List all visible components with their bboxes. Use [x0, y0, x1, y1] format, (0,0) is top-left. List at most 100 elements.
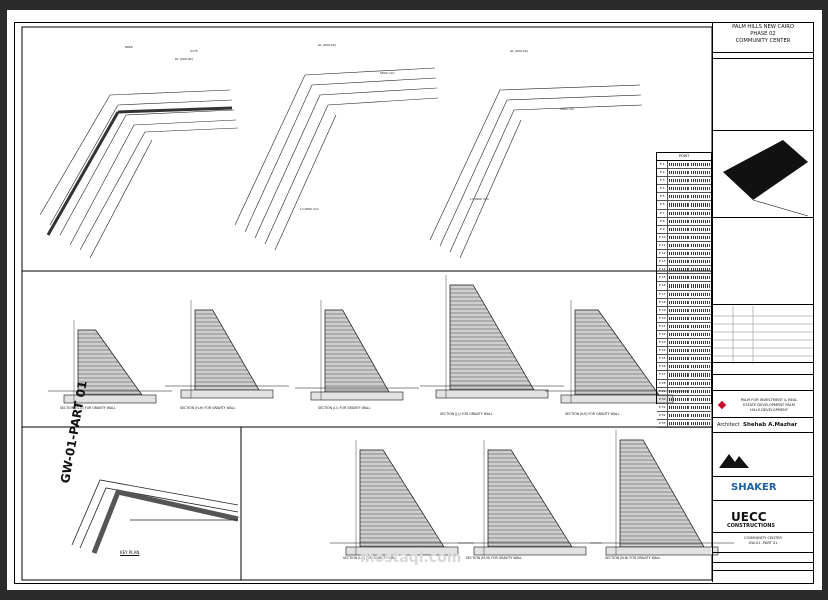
point-id: P 16: [657, 282, 669, 290]
point-id: P 30: [657, 395, 669, 403]
section-label: SECTION (M-M) FOR GRAVITY WALL: [466, 556, 523, 560]
point-id: P 21: [657, 322, 669, 330]
section-label: SECTION (G-G) FOR GRAVITY WALL: [60, 406, 116, 410]
key-plan-caption: KEY PLAN: [120, 550, 140, 555]
point-table-row: P 20: [657, 314, 711, 323]
point-id: P 31: [657, 403, 669, 411]
point-table-row: P 2: [657, 169, 711, 178]
gravity-wall-section: [458, 440, 602, 556]
point-coordinate: [669, 292, 689, 296]
point-coordinate: [669, 171, 689, 175]
point-table-row: P 15: [657, 274, 711, 283]
point-id: P 32: [657, 411, 669, 419]
point-id: P 28: [657, 379, 669, 387]
project-line3: COMMUNITY CENTER: [735, 38, 791, 44]
point-id: P 19: [657, 306, 669, 314]
drawing-title-line1: COMMUNITY CENTER: [744, 536, 782, 540]
project-line1: PALM HILLS NEW CAIRO: [732, 24, 794, 30]
point-id: P 15: [657, 274, 669, 282]
architect-prefix: Architect: [717, 422, 740, 428]
point-table-row: P 23: [657, 339, 711, 348]
point-table-row: P 12: [657, 250, 711, 259]
svg-text:5775: 5775: [190, 49, 198, 53]
point-coordinate: [669, 276, 689, 280]
svg-text:8960: 8960: [125, 45, 133, 49]
point-coordinate: [690, 357, 710, 361]
point-table-row: P 6: [657, 201, 711, 210]
point-coordinate: [669, 179, 689, 183]
watermark-logo: mostaql.com: [360, 550, 462, 566]
point-coordinate: [669, 203, 689, 207]
contractor-subtitle: CONSTRUCTIONS: [727, 523, 776, 529]
point-coordinate: [669, 413, 689, 417]
point-coordinate: [669, 405, 689, 409]
point-table-row: P 32: [657, 411, 711, 420]
point-coordinate: [690, 349, 710, 353]
section-label: SECTION (N-N) FOR GRAVITY WALL: [605, 556, 661, 560]
point-coordinate: [669, 219, 689, 223]
point-id: P 7: [657, 209, 669, 217]
point-coordinate: [690, 235, 710, 239]
point-coordinate: [669, 389, 689, 393]
point-table-row: P 5: [657, 193, 711, 202]
point-coordinate: [669, 243, 689, 248]
svg-text:GL (000.00): GL (000.00): [318, 43, 336, 47]
point-id: P 22: [657, 330, 669, 339]
svg-text:5800 mm: 5800 mm: [560, 107, 575, 111]
point-coordinate: [669, 332, 689, 337]
point-coordinate: [669, 268, 689, 272]
point-coordinate: [690, 260, 710, 264]
point-coordinate: [690, 268, 710, 272]
point-coordinate: [690, 252, 710, 256]
point-coordinate: [669, 163, 689, 167]
point-coordinate: [669, 316, 689, 320]
point-coordinate: [669, 381, 689, 385]
point-id: P 33: [657, 420, 669, 428]
point-coordinate: [690, 308, 710, 312]
gravity-wall-section: [590, 430, 734, 556]
svg-text:P.L (000.00): P.L (000.00): [175, 57, 193, 61]
section-label: SECTION (J-J) FOR GRAVITY WALL: [440, 412, 493, 416]
point-coordinate: [669, 284, 689, 288]
client-line3: HILLS DEVELOPMENT: [749, 408, 789, 412]
point-coordinate: [690, 373, 710, 377]
point-coordinate: [690, 171, 710, 175]
point-id: P 26: [657, 363, 669, 371]
point-id: P 5: [657, 193, 669, 201]
point-coordinate: [690, 219, 710, 223]
point-id: P 8: [657, 217, 669, 225]
point-table-row: P 30: [657, 395, 711, 404]
point-table-row: P 26: [657, 363, 711, 372]
point-coordinate: [690, 324, 710, 328]
svg-text:5800 mm: 5800 mm: [380, 71, 395, 75]
client-logo-icon: [717, 400, 727, 410]
point-coordinate: [669, 252, 689, 256]
point-id: P 17: [657, 290, 669, 298]
point-coordinate: [669, 373, 689, 377]
point-coordinate: [690, 332, 710, 337]
point-id: P 20: [657, 314, 669, 322]
point-coordinate: [690, 227, 710, 231]
point-coordinate: [690, 276, 710, 280]
point-table-row: P 11: [657, 241, 711, 251]
point-id: P 29: [657, 387, 669, 395]
drawing-title-line2: GW-01 -PART 01: [748, 541, 778, 545]
point-id: P 2: [657, 169, 669, 177]
point-table-row: P 7: [657, 209, 711, 218]
svg-text:L=1800 mm: L=1800 mm: [300, 207, 319, 211]
point-id: P 25: [657, 355, 669, 363]
gravity-wall-section: [420, 275, 564, 399]
point-table-row: P 28: [657, 379, 711, 388]
point-table-row: P 3: [657, 177, 711, 186]
point-id: P 14: [657, 266, 669, 274]
point-coordinate: [690, 413, 710, 417]
gravity-wall-section: [545, 300, 689, 404]
point-table-row: P 9: [657, 225, 711, 234]
svg-text:GL (000.00): GL (000.00): [510, 49, 528, 53]
title-block: PALM HILLS NEW CAIRO PHASE 02 COMMUNITY …: [712, 22, 813, 582]
consultant-logo: SHAKER: [731, 482, 777, 493]
point-coordinate: [669, 357, 689, 361]
point-table-row: P 29: [657, 387, 711, 396]
